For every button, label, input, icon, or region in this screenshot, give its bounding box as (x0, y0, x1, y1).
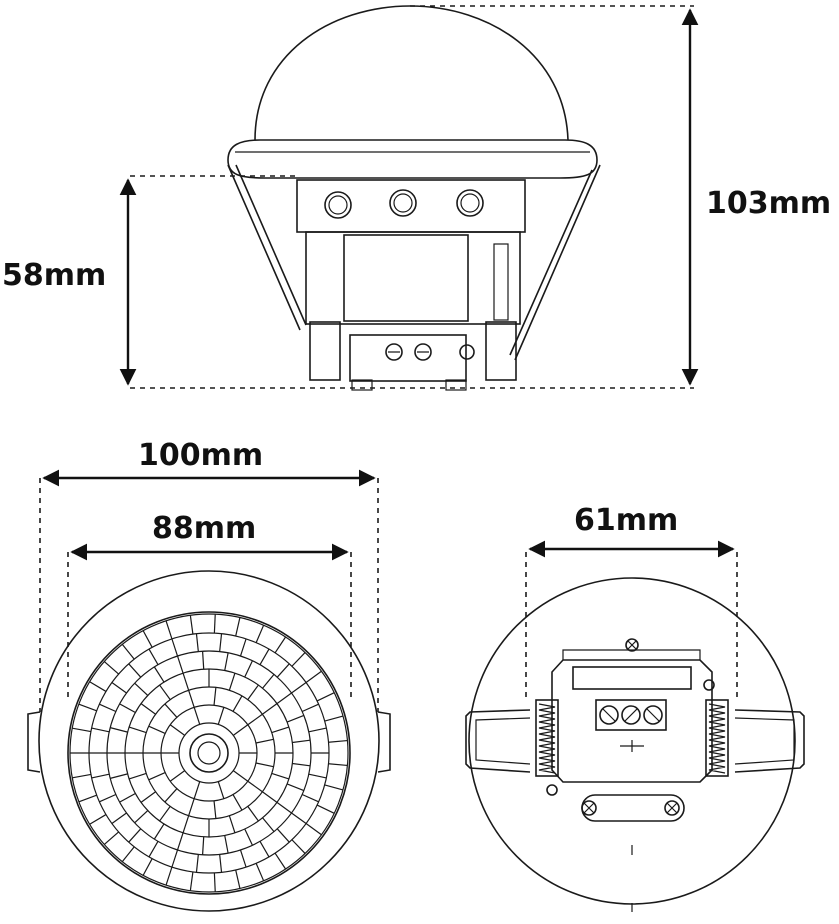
spring-arm-right (734, 709, 805, 773)
dim-88mm: 88mm (152, 511, 256, 546)
spring-clip-right (509, 164, 601, 361)
lens-facet-grid (69, 613, 349, 893)
leg-right (485, 321, 517, 381)
knob-center (389, 189, 417, 217)
spring-left (538, 703, 556, 774)
spring-right (708, 703, 726, 774)
body-lower (305, 231, 521, 325)
side-view: 103mm 58mm (2, 5, 831, 391)
knob-left (324, 191, 352, 219)
dim-103mm: 103mm (706, 186, 831, 221)
dim-61mm: 61mm (574, 503, 678, 538)
dim-100mm: 100mm (138, 438, 263, 473)
spring-arm-left (465, 709, 531, 773)
dim-58mm: 58mm (2, 258, 106, 293)
dome (254, 5, 569, 141)
lens-center (189, 733, 229, 773)
terminal-screws (595, 699, 667, 731)
mounting-slot (581, 794, 685, 822)
spring-clip-left (227, 164, 307, 331)
rim (227, 139, 598, 179)
fresnel-lens (67, 611, 351, 895)
terminal-block (349, 334, 467, 382)
outer-ring (38, 570, 380, 912)
top-screw (625, 638, 639, 652)
label-window (343, 234, 469, 322)
front-view: 100mm 88mm (27, 438, 391, 912)
back-view: 61mm (465, 503, 805, 912)
terminal-housing (551, 659, 713, 783)
knob-right (456, 189, 484, 217)
leg-left (309, 321, 341, 381)
